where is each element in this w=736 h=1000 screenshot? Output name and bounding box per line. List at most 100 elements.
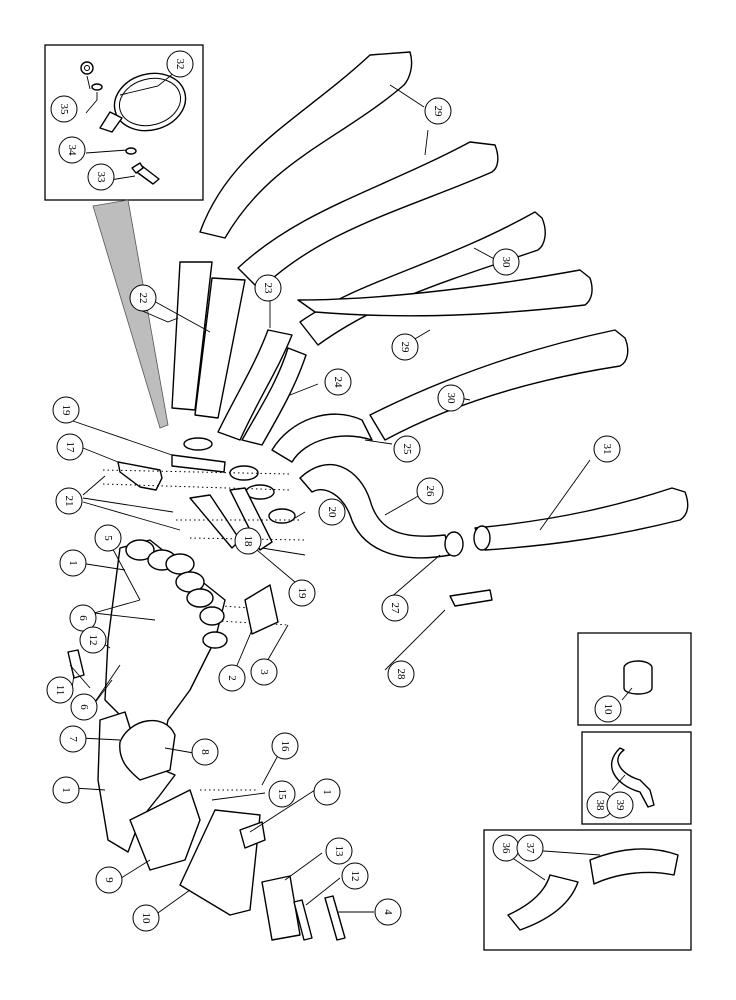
bracket-part-13 <box>261 875 301 941</box>
plate-part-10 <box>179 809 261 916</box>
callout-label-23: 23 <box>262 283 274 295</box>
callout-balloon-32 <box>166 50 194 78</box>
callout-label-12: 12 <box>87 635 99 646</box>
callout-label-19: 19 <box>296 588 308 600</box>
callout-label-1: 1 <box>67 560 79 566</box>
callout-balloon-4 <box>374 898 402 926</box>
callout-balloon-5 <box>94 524 122 552</box>
callout-label-38: 38 <box>594 800 606 812</box>
callout-label-37: 37 <box>524 843 536 855</box>
callout-balloon-30 <box>492 248 520 276</box>
callout-label-34: 34 <box>66 145 78 157</box>
callout-label-8: 8 <box>199 749 211 755</box>
inset-hose-box <box>483 829 692 951</box>
housing-ports <box>125 539 228 649</box>
callout-label-10: 10 <box>140 913 152 925</box>
callout-label-20: 20 <box>326 507 338 519</box>
bracket-part-19-lower <box>189 494 241 549</box>
callout-balloon-10 <box>132 904 160 932</box>
callout-label-32: 32 <box>174 59 186 70</box>
callout-label-1: 1 <box>321 789 333 795</box>
callout-label-21: 21 <box>63 496 75 507</box>
callout-label-35: 35 <box>58 104 70 116</box>
callout-balloon-2 <box>218 664 246 692</box>
callout-balloon-12 <box>79 626 107 654</box>
callout-label-17: 17 <box>64 442 76 454</box>
inset-strap-box <box>581 731 692 825</box>
callout-balloon-22 <box>129 284 157 312</box>
clamp-assembly-detail <box>80 61 187 185</box>
callout-balloon-26 <box>416 477 444 505</box>
callout-label-2: 2 <box>226 675 238 681</box>
tube-part-22-right <box>194 277 246 419</box>
callout-label-29: 29 <box>399 342 411 354</box>
hose-part-30-lower <box>369 329 629 441</box>
callout-label-7: 7 <box>67 736 79 742</box>
callout-balloon-1 <box>52 776 80 804</box>
callout-balloon-25 <box>393 435 421 463</box>
callout-balloon-29 <box>424 97 452 125</box>
tube-part-24 <box>241 347 307 446</box>
callout-label-10: 10 <box>602 704 614 716</box>
strip-part-14 <box>324 895 346 941</box>
callout-balloon-15 <box>268 780 296 808</box>
hose-part-29-upper <box>199 51 413 239</box>
callout-label-4: 4 <box>382 909 394 915</box>
callout-balloon-20 <box>318 498 346 526</box>
callout-balloon-31 <box>593 435 621 463</box>
callout-label-26: 26 <box>424 486 436 498</box>
callout-label-19: 19 <box>60 405 72 417</box>
callout-label-6: 6 <box>78 704 90 710</box>
callout-balloon-18 <box>234 527 262 555</box>
callout-label-27: 27 <box>389 603 401 615</box>
panel-part-1-right <box>239 821 266 849</box>
callout-label-6: 6 <box>77 615 89 621</box>
callout-label-29: 29 <box>432 106 444 118</box>
callout-balloon-24 <box>324 368 352 396</box>
callout-label-16: 16 <box>279 741 291 753</box>
callout-label-36: 36 <box>500 843 512 855</box>
callout-balloon-11 <box>46 676 74 704</box>
callout-balloon-28 <box>387 660 415 688</box>
callout-balloon-34 <box>58 136 86 164</box>
callout-balloon-12 <box>341 862 369 890</box>
callout-label-12: 12 <box>349 871 361 882</box>
callout-label-13: 13 <box>333 846 345 858</box>
callout-balloon-19 <box>52 396 80 424</box>
elbow-part-26 <box>299 463 451 559</box>
inset-cap-box <box>577 632 692 726</box>
callout-balloon-23 <box>254 274 282 302</box>
callout-label-25: 25 <box>401 444 413 456</box>
bracket-part-11 <box>67 649 85 679</box>
gasket-part-2 <box>244 584 279 635</box>
elbow-part-25 <box>271 413 373 463</box>
callout-balloon-16 <box>271 732 299 760</box>
hose-part-31 <box>474 487 689 551</box>
callout-label-31: 31 <box>601 444 613 455</box>
callout-label-30: 30 <box>500 257 512 269</box>
callout-balloon-8 <box>191 738 219 766</box>
hose-detail <box>507 848 679 931</box>
hose-part-29-lower <box>297 269 593 317</box>
callout-label-11: 11 <box>54 685 66 696</box>
callout-label-39: 39 <box>614 800 626 812</box>
bracket-part-28 <box>449 589 493 607</box>
callout-label-24: 24 <box>332 377 344 389</box>
fan-part-7 <box>119 719 176 781</box>
callout-label-33: 33 <box>95 172 107 184</box>
inset-clamp-box <box>44 44 204 201</box>
callout-balloon-10 <box>594 695 622 723</box>
callout-balloon-35 <box>50 95 78 123</box>
callout-balloon-1 <box>313 778 341 806</box>
callout-balloon-6 <box>70 693 98 721</box>
callout-balloon-39 <box>606 791 634 819</box>
callout-label-9: 9 <box>103 877 115 883</box>
callout-balloon-13 <box>325 837 353 865</box>
tube-part-23 <box>217 329 293 441</box>
callout-label-18: 18 <box>242 536 254 548</box>
callout-balloon-19 <box>288 579 316 607</box>
bracket-part-19-upper <box>171 454 226 473</box>
callout-balloon-3 <box>250 658 278 686</box>
